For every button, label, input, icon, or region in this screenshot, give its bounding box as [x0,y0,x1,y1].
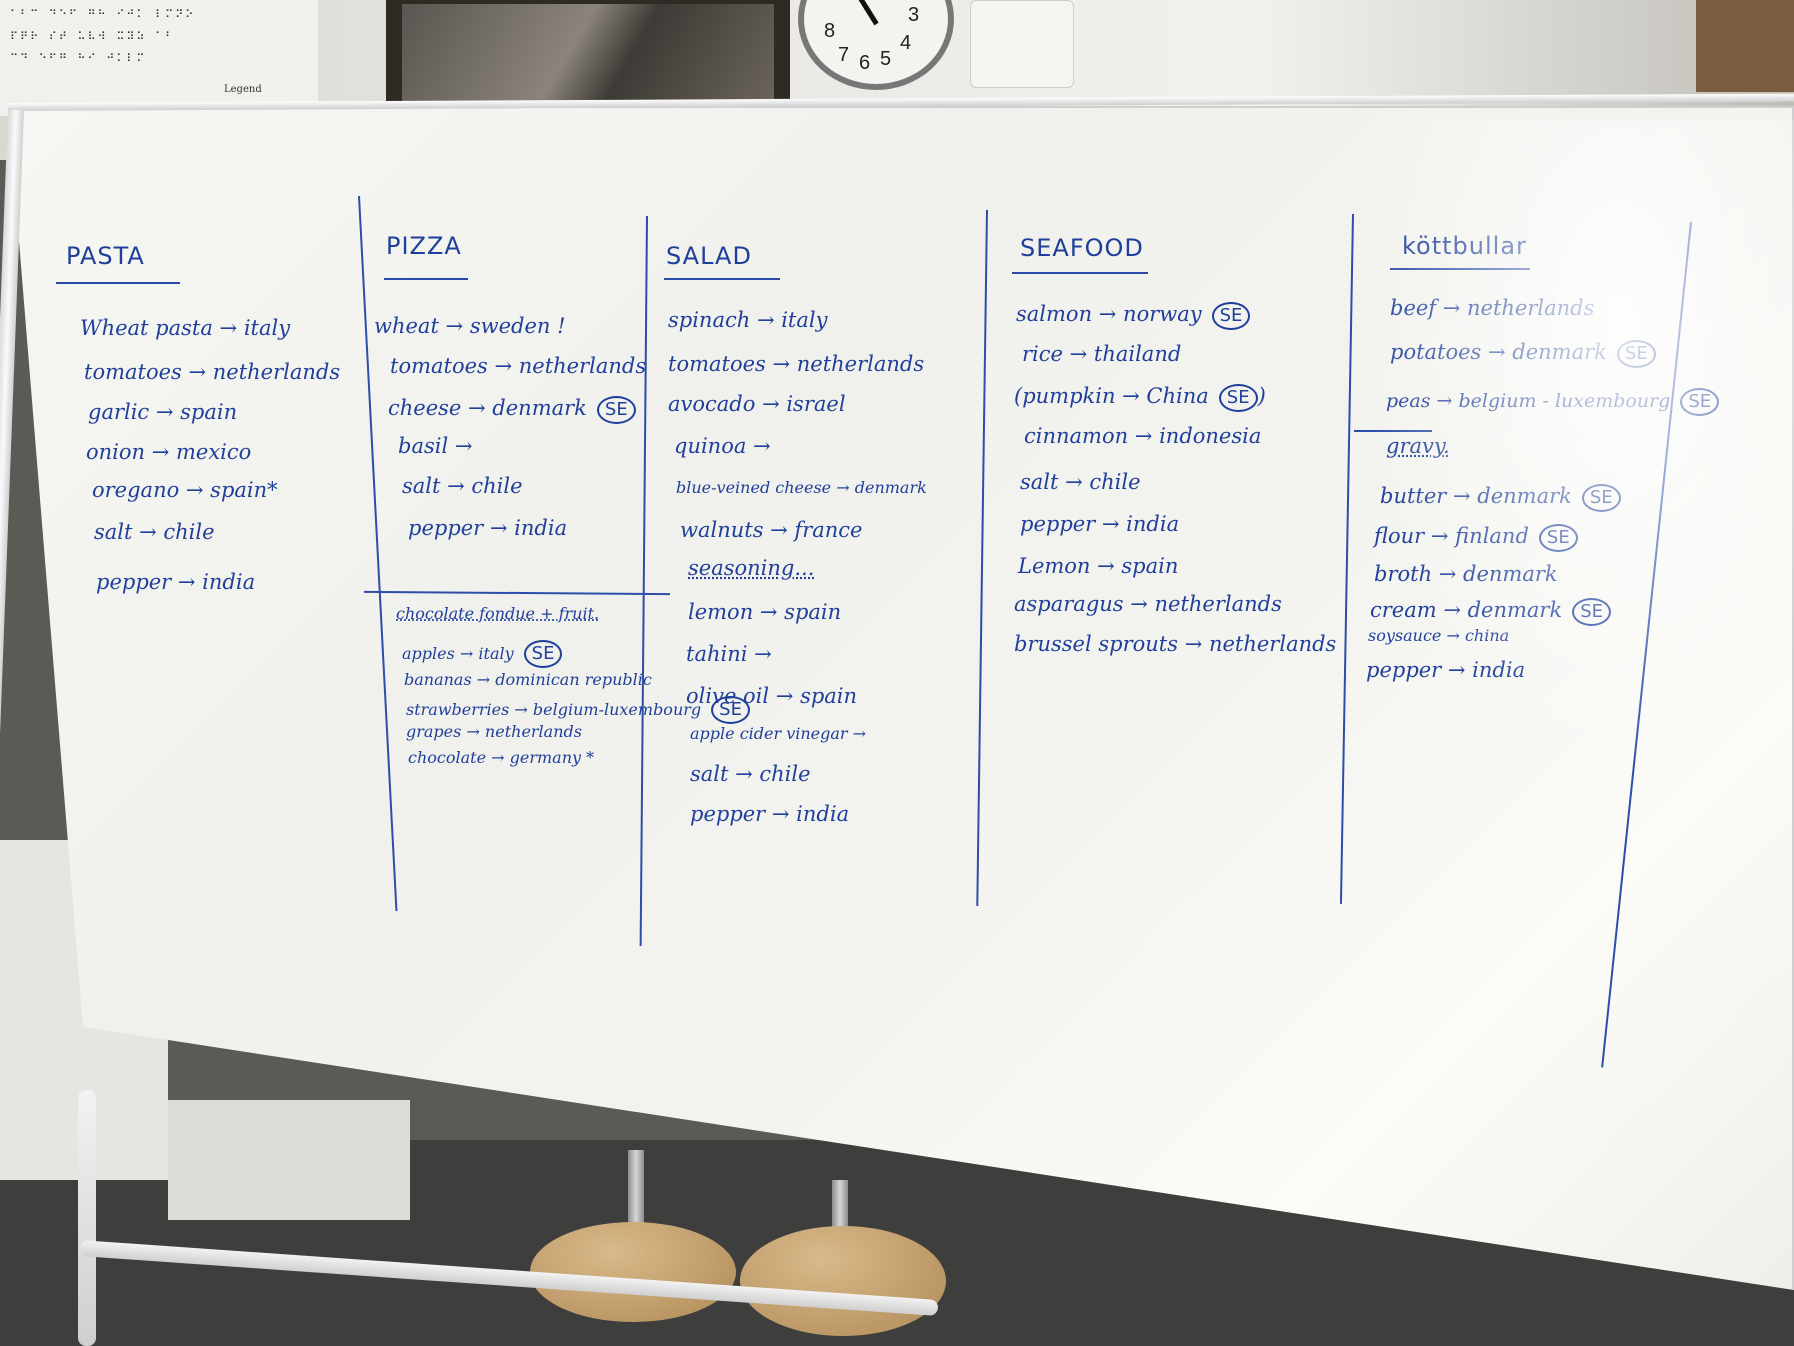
glass-door [386,0,790,112]
list-item: tahini → [686,642,772,666]
sub-heading: chocolate fondue + fruit. [396,604,600,623]
wall-box [970,0,1074,88]
list-item: spinach → italy [668,308,828,332]
list-item: tomatoes → netherlands [390,354,647,378]
heading-underline [664,278,780,280]
braille-poster: ⠁⠃⠉ ⠙⠑⠋ ⠛⠓ ⠊⠚⠅ ⠇⠍⠝⠕ ⠏⠟⠗ ⠎⠞ ⠥⠧⠺ ⠭⠽⠵ ⠁⠃ ⠉⠙… [0,0,318,116]
list-item: cinnamon → indonesia [1024,424,1262,448]
list-item: pepper → india [690,802,850,826]
column-heading-kottbullar: köttbullar [1402,232,1527,260]
list-item: apple cider vinegar → [690,724,867,743]
kottbullar-section-divider [1354,430,1432,432]
list-item: asparagus → netherlands [1014,592,1282,616]
list-item: tomatoes → netherlands [668,352,925,376]
se-circle: SE [1218,384,1258,412]
sub-heading: seasoning... [688,556,815,580]
list-item: pepper → india [1020,512,1180,536]
heading-underline [56,282,180,284]
stand-base-left [530,1222,736,1322]
list-item: rice → thailand [1022,342,1182,366]
se-circle: SE [1680,388,1720,416]
list-item: soysauce → china [1368,626,1510,645]
list-item: tomatoes → netherlands [84,360,341,384]
list-item: avocado → israel [668,392,846,416]
se-circle: SE [1616,340,1656,368]
list-item: grapes → netherlands [406,722,582,741]
list-item: salt → chile [690,762,811,786]
list-item: wheat → sweden ! [374,314,566,338]
se-circle: SE [1581,484,1621,512]
list-item: pepper → india [96,570,256,594]
se-circle: SE [1538,524,1578,552]
list-item: olive oil → spain [686,684,858,708]
list-item: broth → denmark [1374,562,1558,586]
list-item: pepper → india [408,516,568,540]
column-heading-seafood: SEAFOOD [1020,234,1144,262]
list-item: pepper → india [1366,658,1526,682]
list-item: garlic → spain [88,400,238,424]
column-heading-pasta: PASTA [66,242,145,270]
list-item: Lemon → spain [1018,554,1179,578]
heading-underline [384,278,468,280]
list-item: salt → chile [1020,470,1141,494]
cabinet-lower [168,1100,410,1220]
se-circle: SE [523,640,563,668]
list-item: quinoa → [674,434,771,458]
list-item: blue-veined cheese → denmark [676,478,927,497]
list-item: salt → chile [94,520,215,544]
list-item: Wheat pasta → italy [80,316,291,340]
poster-legend: Legend [224,84,262,95]
column-heading-pizza: PIZZA [386,232,462,260]
list-item: bananas → dominican republic [404,670,652,689]
se-circle: SE [1211,302,1251,330]
list-item: lemon → spain [688,600,842,624]
column-heading-salad: SALAD [666,242,752,270]
list-item: chocolate → germany * [408,748,595,767]
window [1696,0,1794,92]
heading-underline [1390,268,1530,270]
frame-leg-left [78,1090,96,1346]
list-item: beef → netherlands [1390,296,1595,320]
se-circle: SE [1572,598,1612,626]
se-circle: SE [596,396,636,424]
sub-heading: gravy. [1386,434,1450,458]
list-item: brussel sprouts → netherlands [1014,632,1337,656]
list-item: oregano → spain* [92,478,278,502]
list-item: salt → chile [402,474,523,498]
list-item: walnuts → france [680,518,863,542]
se-circle: SE [711,696,750,724]
list-item: basil → [398,434,473,458]
heading-underline [1012,272,1148,274]
clock-hand [850,0,879,26]
stand-base-right [740,1226,946,1336]
list-item: onion → mexico [86,440,252,464]
